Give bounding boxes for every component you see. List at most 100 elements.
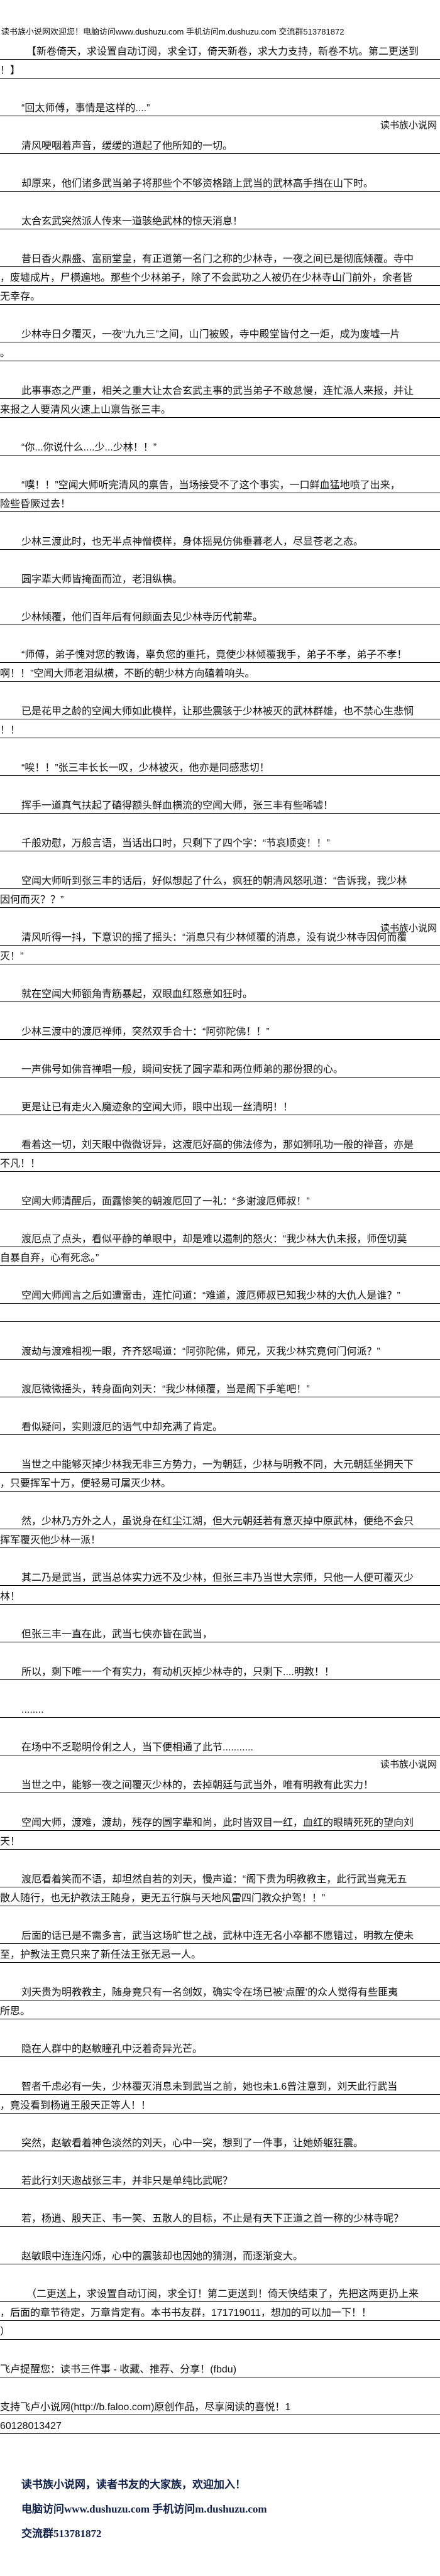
text-line-content: 此事事态之严重，相关之重大让太合玄武主事的武当弟子不敢怠慢，连忙派人来报，并让 (21, 386, 414, 396)
text-line-content: 突然，赵敏看着神色淡然的刘天，心中一突，想到了一件事，让她娇躯狂震。 (21, 2138, 364, 2149)
text-line: （二更送上，求设置自动订阅，求全订！第二更送到！倚天快结束了，先把这两更扔上来 (0, 2283, 440, 2302)
text-line-content: 【新卷倚天，求设置自动订阅，求全订，倚天新卷，求大力支持，新卷不坑。第二更送到 (26, 46, 419, 57)
paragraph: 就在空闻大师额角青筋暴起，双眼血红怒意如狂时。 (0, 983, 440, 1002)
text-line: 散人随行，也无护教法王随身，更无五行旗与天地风雷四门教众护驾！！” (0, 1887, 440, 1906)
text-line: 少林寺日夕覆灭，一夜“九九三”之间，山门被毁，寺中殿堂皆付之一炬，成为废墟一片 (0, 324, 440, 342)
text-line: 少林三渡中的渡厄禅师，突然双手合十：“阿弥陀佛！！” (0, 1021, 440, 1040)
text-line: 千般劝慰，万般言语，当话出口时，只剩下了四个字：“节哀顺变！！” (0, 832, 440, 851)
paragraph: 突然，赵敏看着神色淡然的刘天，心中一突，想到了一件事，让她娇躯狂震。 (0, 2132, 440, 2151)
text-line: 刘天贵为明教教主，随身竟只有一名剑奴，确实令在场已被‘点醒’的众人觉得有些匪夷 (0, 1982, 440, 2000)
paragraph: “噗！！”空闻大师听完清风的禀告，当场接受不了这个事实，一口鲜血猛地喷了出来， 险… (0, 474, 440, 512)
paragraph: 清风哽咽着声音，缓缓的道起了他所知的一切。 (0, 135, 440, 154)
text-line: 少林三渡此时，也无半点神僧模样，身体摇晃仿佛垂暮老人，尽显苍老之态。 (0, 531, 440, 550)
text-line-content: ........ (21, 1705, 44, 1715)
watermark: 读书族小说网 (380, 1759, 437, 1770)
text-line-content: 空闻大师闻言之后如遭雷击，连忙问道：“难道，渡厄师叔已知我少林的大仇人是谁？” (21, 1291, 400, 1301)
text-line: 。 (0, 342, 440, 361)
text-line: “唉！！”张三丰长长一叹，少林被灭，他亦是同感悲切！ (0, 757, 440, 776)
text-line-content: 清风听得一抖，下意识的摇了摇头：“消息只有少林倾覆的消息，没有说少林寺因何而覆 (21, 932, 407, 943)
text-line: ，废墟成片，尸横遍地。那些个少林弟子，除了不会武功之人被仍在少林寺山门前外，余者… (0, 267, 440, 286)
paragraph: 渡厄点了点头，看似平静的单眼中，却是难以遏制的怒火：“我少林大仇未报，师侄切莫自… (0, 1228, 440, 1266)
text-line-content: 来报之人要清风火速上山禀告张三丰。 (0, 405, 172, 415)
site-footer: 读书族小说网，读者书友的大家族，欢迎加入！ 电脑访问www.dushuzu.co… (21, 2472, 436, 2546)
text-line-content: 少林寺日夕覆灭，一夜“九九三”之间，山门被毁，寺中殿堂皆付之一炬，成为废墟一片 (21, 329, 400, 340)
text-line-content: （二更送上，求设置自动订阅，求全订！第二更送到！倚天快结束了，先把这两更扔上来 (26, 2289, 419, 2300)
text-line: ！！ (0, 719, 440, 738)
paragraph: 少林三渡此时，也无半点神僧模样，身体摇晃仿佛垂暮老人，尽显苍老之态。 (0, 531, 440, 550)
text-line-content: 散人随行，也无护教法王随身，更无五行旗与天地风雷四门教众护驾！！” (0, 1893, 326, 1904)
text-line-content: 圆字辈大师皆掩面而泣，老泪纵横。 (21, 574, 183, 585)
footer-urls: 电脑访问www.dushuzu.com 手机访问m.dushuzu.com (21, 2503, 267, 2515)
text-line: 昔日香火鼎盛、富丽堂皇，有正道第一名门之称的少林寺，一夜之间已是彻底倾覆。寺中 (0, 248, 440, 267)
text-line: 挥手一道真气扶起了磕得额头鲜血横流的空闻大师，张三丰有些唏嘘！ (0, 795, 440, 814)
paragraph: 太合玄武突然派人传来一道骇绝武林的惊天消息！ (0, 210, 440, 229)
paragraph: 渡厄看着笑而不语，却坦然自若的刘天，慢声道：“阁下贵为明教教主，此行武当竟无五散… (0, 1869, 440, 1906)
paragraph: 飞卢提醒您：读书三件事 - 收藏、推荐、分享！(fbdu) (0, 2359, 440, 2377)
paragraph: 赵敏眼中连连闪烁，心中的震骇却也因她的猜测，而逐渐变大。 (0, 2246, 440, 2264)
paragraph: 少林倾覆，他们百年后有何颜面去见少林寺历代前辈。 (0, 606, 440, 625)
text-line: “噗！！”空闻大师听完清风的禀告，当场接受不了这个事实，一口鲜血猛地喷了出来， (0, 474, 440, 493)
text-line-content: 飞卢提醒您：读书三件事 - 收藏、推荐、分享！(fbdu) (0, 2364, 237, 2375)
text-line: ，后面的章节待定，万章肯定有。本书书友群，171719011，想加的可以加一下！… (0, 2302, 440, 2321)
paragraph: “回太师傅，事情是这样的....” (0, 97, 440, 116)
text-line: 太合玄武突然派人传来一道骇绝武林的惊天消息！ (0, 210, 440, 229)
text-line-content: 然，少林乃方外之人，虽说身在红尘江湖，但大元朝廷若有意灭掉中原武林，便绝不会只 (21, 1516, 414, 1527)
text-line: “你...你说什么....少...少林！！” (0, 437, 440, 456)
paragraph: 渡劫与渡难相视一眼，齐齐怒喝道：“阿弥陀佛，师兄，灭我少林究竟何门何派？” (0, 1341, 440, 1360)
text-line: 来报之人要清风火速上山禀告张三丰。 (0, 399, 440, 418)
text-line-content: 少林三渡此时，也无半点神僧模样，身体摇晃仿佛垂暮老人，尽显苍老之态。 (21, 537, 364, 547)
text-line-content: “噗！！”空闻大师听完清风的禀告，当场接受不了这个事实，一口鲜血猛地喷了出来， (21, 480, 400, 491)
text-line-content: 却原来，他们诸多武当弟子将那些个不够资格踏上武当的武林高手挡在山下时。 (21, 178, 374, 189)
text-line-content: 所以，剩下唯一一个有实力，有动机灭掉少林寺的，只剩下....明教！！ (21, 1667, 334, 1678)
text-line: 不凡！！ (0, 1153, 440, 1172)
text-line-content: 后面的话已是不需多言，武当这场旷世之战，武林中连无名小卒都不愿错过，明教左使未 (21, 1931, 414, 1941)
text-line-content: 不凡！！ (0, 1159, 41, 1169)
text-line: ........ (0, 1699, 440, 1718)
text-line: 至，护教法王竟只来了新任法王张无忌一人。 (0, 1944, 440, 1963)
text-line-content: 挥手一道真气扶起了磕得额头鲜血横流的空闻大师，张三丰有些唏嘘！ (21, 800, 334, 811)
text-line: 少林倾覆，他们百年后有何颜面去见少林寺历代前辈。 (0, 606, 440, 625)
paragraph: 刘天贵为明教教主，随身竟只有一名剑奴，确实令在场已被‘点醒’的众人觉得有些匪夷所… (0, 1982, 440, 2019)
text-line-content: 挥军覆灭他少林一派！ (0, 1535, 101, 1546)
text-line: “师傅，弟子愧对您的教诲，辜负您的重托，竟使少林倾覆我手，弟子不孝，弟子不孝！ (0, 644, 440, 663)
text-line-content: 天！ (0, 1836, 21, 1847)
paragraph: 支持飞卢小说网(http://b.faloo.com)原创作品，尽享阅读的喜悦！… (0, 2396, 440, 2434)
text-line: 空闻大师，渡难，渡劫，残存的圆字辈和尚，此时皆双目一红，血红的眼睛死死的望向刘 (0, 1812, 440, 1831)
paragraph: 清风听得一抖，下意识的摇了摇头：“消息只有少林倾覆的消息，没有说少林寺因何而覆读… (0, 923, 440, 964)
text-line: ，竟没看到杨逍王殷天正等人！！ (0, 2095, 440, 2114)
paragraph: “唉！！”张三丰长长一叹，少林被灭，他亦是同感悲切！ (0, 757, 440, 776)
text-line: 更是让已有走火入魔迹象的空闻大师，眼中出现一丝清明！！ (0, 1096, 440, 1115)
text-line: 险些昏厥过去！ (0, 493, 440, 512)
text-line: 若此行刘天邀战张三丰，并非只是单纯比武呢？ (0, 2170, 440, 2189)
text-line: 无幸存。 (0, 286, 440, 305)
text-line: 当世之中能够灭掉少林我无非三方势力，一为朝廷，少林与明教不同，大元朝廷坐拥天下 (0, 1454, 440, 1473)
text-line: 空闻大师清醒后，面露惨笑的朝渡厄回了一礼：“多谢渡厄师叔！” (0, 1191, 440, 1209)
site-banner: 读书族小说网欢迎您！电脑访问www.dushuzu.com 手机访问m.dush… (1, 27, 344, 36)
text-line-content: 因何而灭？？” (0, 895, 64, 905)
text-line-content: 在场中不乏聪明伶俐之人，当下便相通了此节........... (21, 1742, 253, 1753)
text-line: 若，杨逍、殷天正、韦一笑、五散人的目标，不止是有天下正道之首一称的少林寺呢？ (0, 2208, 440, 2227)
paragraph: 当世之中能够灭掉少林我无非三方势力，一为朝廷，少林与明教不同，大元朝廷坐拥天下，… (0, 1454, 440, 1492)
text-line-content: 赵敏眼中连连闪烁，心中的震骇却也因她的猜测，而逐渐变大。 (21, 2251, 304, 2262)
paragraph: 少林寺日夕覆灭，一夜“九九三”之间，山门被毁，寺中殿堂皆付之一炬，成为废墟一片。 (0, 324, 440, 361)
text-line-content: 一声佛号如佛音禅唱一般，瞬间安抚了圆字辈和两位师弟的那份狠的心。 (21, 1064, 344, 1075)
text-line-content: 看着这一切，刘天眼中微微讶异，这渡厄好高的佛法修为，那如狮吼功一般的禅音，亦是 (21, 1140, 414, 1150)
text-line: ！】 (0, 60, 440, 79)
text-line-content: ！】 (0, 65, 21, 76)
paragraph: 隐在人群中的赵敏瞳孔中泛着奇异光芒。 (0, 2038, 440, 2057)
text-line: 却原来，他们诸多武当弟子将那些个不够资格踏上武当的武林高手挡在山下时。 (0, 173, 440, 192)
paragraph: 空闻大师清醒后，面露惨笑的朝渡厄回了一礼：“多谢渡厄师叔！” (0, 1191, 440, 1209)
paragraph: 空闻大师听到张三丰的话后，好似想起了什么，疯狂的朝清风怒吼道：“告诉我，我少林因… (0, 870, 440, 908)
text-line-content: ，废墟成片，尸横遍地。那些个少林弟子，除了不会武功之人被仍在少林寺山门前外，余者… (0, 273, 413, 283)
text-line: 但张三丰一直在此，武当七侠亦皆在武当， (0, 1624, 440, 1642)
text-line-content: 千般劝慰，万般言语，当话出口时，只剩下了四个字：“节哀顺变！！” (21, 838, 330, 849)
text-line: 清风哽咽着声音，缓缓的道起了他所知的一切。 (0, 135, 440, 154)
text-line: 就在空闻大师额角青筋暴起，双眼血红怒意如狂时。 (0, 983, 440, 1002)
watermark: 读书族小说网 (380, 120, 437, 131)
paragraph: 其二乃是武当，武当总体实力远不及少林，但张三丰乃当世大宗师，只他一人便可覆灭少林… (0, 1567, 440, 1605)
paragraph: 所以，剩下唯一一个有实力，有动机灭掉少林寺的，只剩下....明教！！ (0, 1661, 440, 1680)
text-line: 渡劫与渡难相视一眼，齐齐怒喝道：“阿弥陀佛，师兄，灭我少林究竟何门何派？” (0, 1341, 440, 1360)
text-line-content: 。 (0, 348, 11, 359)
text-line-content: 已是花甲之龄的空闻大师如此模样，让那些震骇于少林被灭的武林群雄，也不禁心生悲悯 (21, 706, 414, 717)
paragraph: 但张三丰一直在此，武当七侠亦皆在武当， (0, 1624, 440, 1642)
